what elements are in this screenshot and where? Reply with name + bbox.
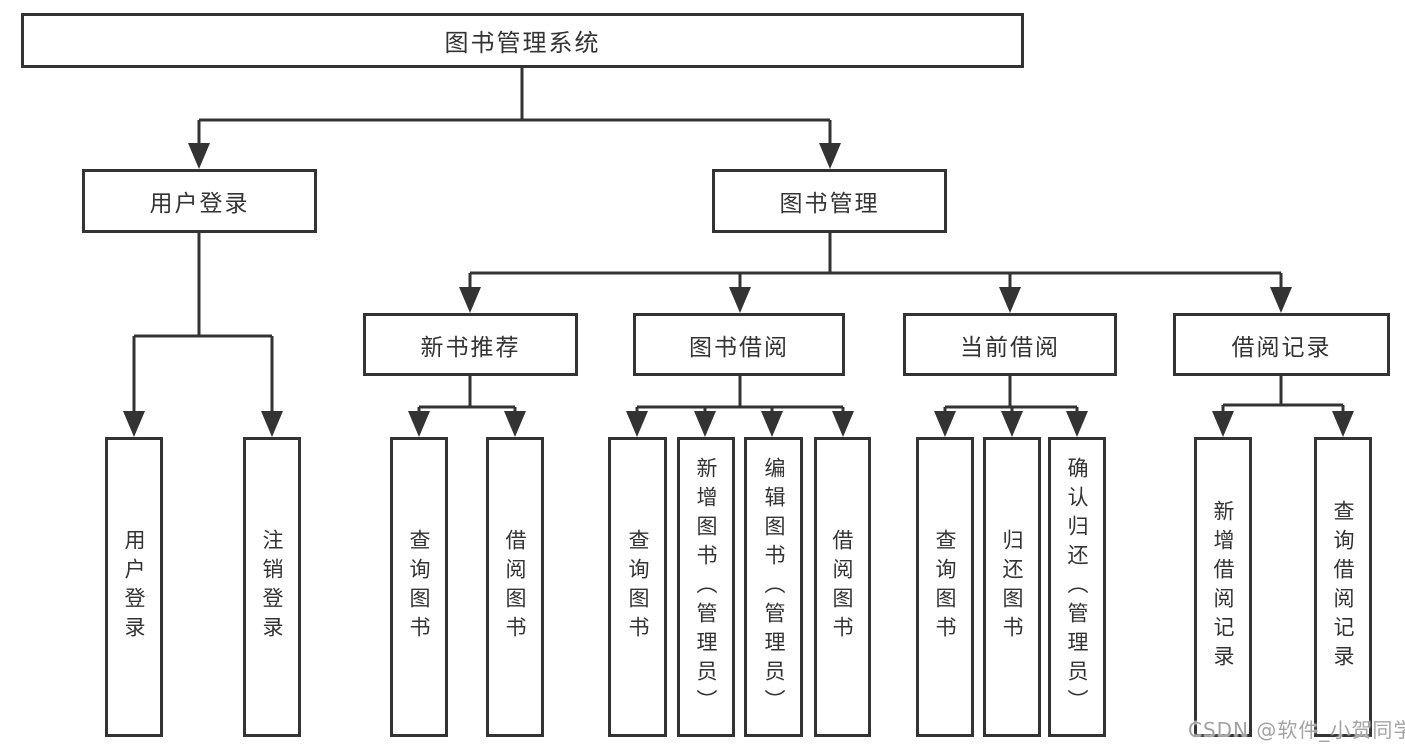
leaf-node-current-return-books: 归还图书 xyxy=(983,437,1041,737)
leaf-node-recommend-query-books: 查询图书 xyxy=(390,437,448,737)
tree-node-user-login: 用户登录 xyxy=(82,169,317,233)
tree-node-current-borrowing: 当前借阅 xyxy=(903,313,1117,376)
tree-node-book-borrowing: 图书借阅 xyxy=(633,313,845,376)
leaf-node-borrowing-query-books: 查询图书 xyxy=(608,437,667,737)
leaf-node-borrowing-edit-books-admin: 编辑图书（管理员） xyxy=(744,437,803,737)
leaf-node-recommend-borrow-books: 借阅图书 xyxy=(486,437,544,737)
leaf-node-records-add-record: 新增借阅记录 xyxy=(1194,437,1252,737)
tree-node-borrow-records: 借阅记录 xyxy=(1173,313,1390,376)
leaf-node-current-confirm-return-admin: 确认归还（管理员） xyxy=(1048,437,1106,737)
leaf-node-borrowing-add-books-admin: 新增图书（管理员） xyxy=(677,437,735,737)
leaf-node-logout: 注销登录 xyxy=(243,437,301,737)
leaf-node-current-query-books: 查询图书 xyxy=(916,437,974,737)
csdn-watermark: CSDN @软件_小贺同学 xyxy=(1188,718,1405,742)
tree-node-new-book-recommend: 新书推荐 xyxy=(363,313,578,376)
leaf-node-user-login: 用户登录 xyxy=(105,437,163,737)
tree-node-book-management: 图书管理 xyxy=(712,169,947,233)
tree-node-library-management-system: 图书管理系统 xyxy=(21,13,1024,68)
leaf-node-records-query-record: 查询借阅记录 xyxy=(1314,437,1372,737)
leaf-node-borrowing-borrow-books: 借阅图书 xyxy=(814,437,871,737)
arrowheads xyxy=(123,143,1354,437)
